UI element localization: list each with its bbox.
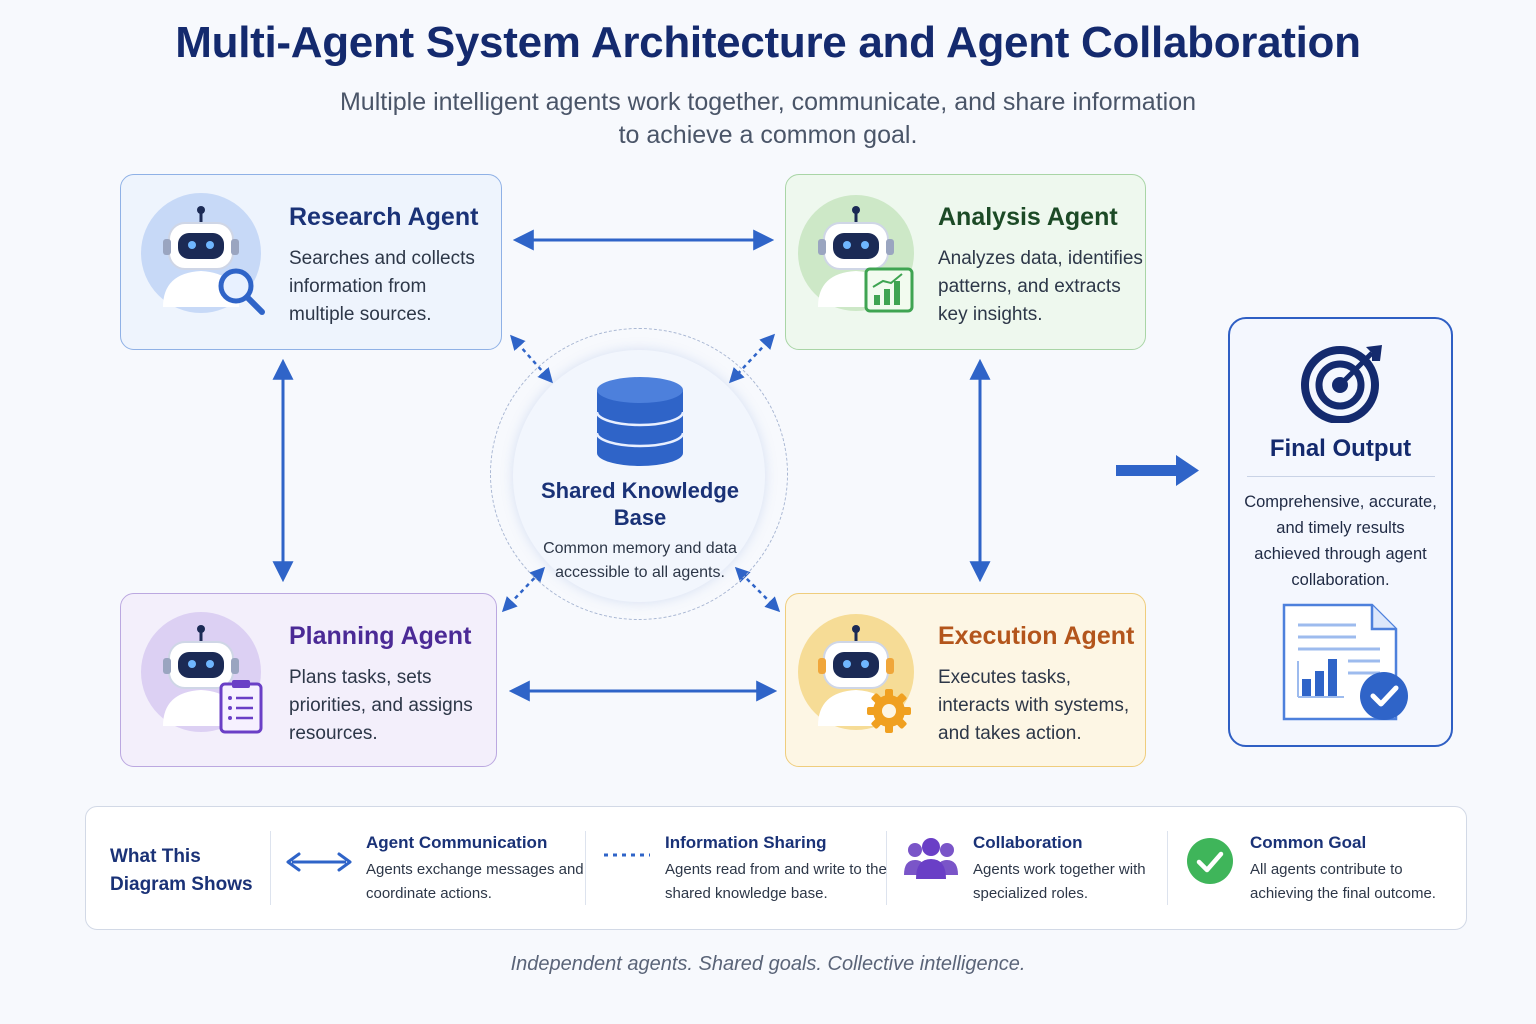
research-agent-description: Searches and collects information from m… <box>289 248 475 325</box>
execution-agent-card: Execution Agent Executes tasks, interact… <box>785 593 1146 767</box>
double-arrow-icon <box>286 852 352 872</box>
knowledge-base-ring <box>490 328 788 620</box>
bar-chart-icon <box>864 267 914 313</box>
execution-agent-title: Execution Agent <box>938 622 1135 650</box>
legend-panel: What This Diagram Shows Agent Communicat… <box>85 806 1467 930</box>
analysis-agent-card: Analysis Agent Analyzes data, identifies… <box>785 174 1146 350</box>
clipboard-icon <box>219 680 263 734</box>
research-agent-title: Research Agent <box>289 203 479 231</box>
page-title: Multi-Agent System Architecture and Agen… <box>175 18 1361 67</box>
knowledge-base-description: Common memory and data accessible to all… <box>543 540 737 581</box>
knowledge-base-title: Shared Knowledge Base <box>540 478 740 530</box>
subtitle-line-1: Multiple intelligent agents work togethe… <box>339 88 1197 116</box>
research-agent-card: Research Agent Searches and collects inf… <box>120 174 502 350</box>
page-subtitle: Multiple intelligent agents work togethe… <box>268 86 1268 152</box>
check-circle-icon <box>1187 838 1233 884</box>
report-check-icon <box>1282 603 1408 721</box>
legend-item-description: Agents read from and write to the shared… <box>665 861 887 902</box>
legend-item-description: Agents exchange messages and coordinate … <box>366 861 584 902</box>
target-icon <box>1301 345 1382 423</box>
analysis-agent-title: Analysis Agent <box>938 203 1118 231</box>
planning-agent-title: Planning Agent <box>289 622 472 650</box>
dotted-arrow-planning-kb <box>501 566 546 613</box>
legend-item-title: Collaboration <box>973 833 1083 852</box>
legend-heading: What This Diagram Shows <box>110 846 253 895</box>
analysis-agent-description: Analyzes data, identifies patterns, and … <box>938 248 1143 325</box>
legend-separator <box>585 831 586 905</box>
legend-item-title: Information Sharing <box>665 833 827 852</box>
final-output-card: Final Output Comprehensive, accurate, an… <box>1228 317 1453 747</box>
final-output-divider <box>1247 476 1435 477</box>
legend-item-title: Agent Communication <box>366 833 548 852</box>
execution-robot-avatar <box>798 614 914 733</box>
magnifier-icon <box>218 268 265 315</box>
final-output-description: Comprehensive, accurate, and timely resu… <box>1244 493 1437 589</box>
people-icon <box>904 838 958 879</box>
dotted-line-icon <box>604 853 650 857</box>
legend-item-title: Common Goal <box>1250 833 1367 852</box>
planning-robot-avatar <box>141 612 263 734</box>
tagline: Independent agents. Shared goals. Collec… <box>510 953 1026 975</box>
gear-icon <box>867 689 911 733</box>
analysis-robot-avatar <box>798 195 914 313</box>
legend-separator <box>270 831 271 905</box>
planning-agent-card: Planning Agent Plans tasks, sets priorit… <box>120 593 497 767</box>
planning-agent-description: Plans tasks, sets priorities, and assign… <box>289 667 473 744</box>
legend-separator <box>886 831 887 905</box>
legend-item-description: All agents contribute to achieving the f… <box>1250 861 1436 902</box>
subtitle-line-2: to achieve a common goal. <box>618 121 918 149</box>
legend-separator <box>1167 831 1168 905</box>
research-robot-avatar <box>141 193 265 315</box>
execution-agent-description: Executes tasks, interacts with systems, … <box>938 667 1130 744</box>
arrow-to-final-output <box>1116 455 1199 486</box>
final-output-title: Final Output <box>1269 435 1412 462</box>
legend-item-description: Agents work together with specialized ro… <box>973 861 1146 902</box>
